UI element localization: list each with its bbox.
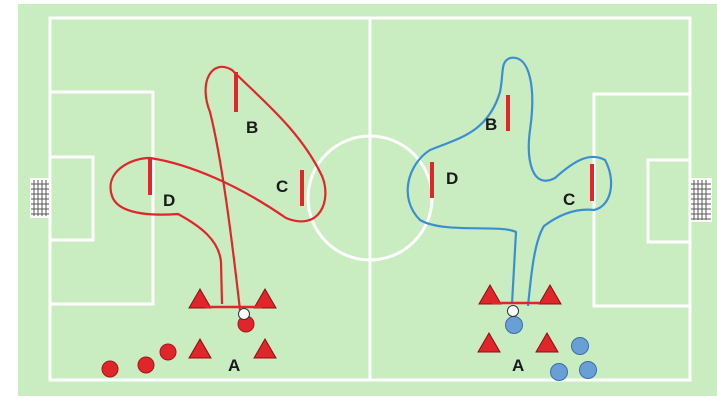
red-cone-icon bbox=[188, 338, 212, 359]
blue-player-icon bbox=[505, 316, 523, 334]
blue-label-c: C bbox=[563, 190, 575, 209]
blue-label-d: D bbox=[446, 169, 458, 188]
red-player-icon bbox=[101, 360, 119, 378]
red-cone-icon bbox=[188, 288, 212, 309]
red-mannequin-c bbox=[300, 170, 304, 206]
red-cone-icon bbox=[477, 332, 501, 353]
blue-player-icon bbox=[579, 361, 597, 379]
ball-icon bbox=[238, 308, 250, 320]
red-cone-icon bbox=[478, 284, 502, 305]
red-player-icon bbox=[159, 343, 177, 361]
blue-mannequin-d bbox=[430, 162, 434, 198]
pitch bbox=[18, 4, 717, 396]
red-player-icon bbox=[137, 356, 155, 374]
red-movement-path bbox=[109, 65, 327, 311]
blue-player-icon bbox=[571, 337, 589, 355]
blue-group: B C D A bbox=[406, 56, 613, 381]
blue-movement-path bbox=[406, 56, 613, 307]
blue-player-icon bbox=[550, 363, 568, 381]
red-label-a: A bbox=[228, 356, 240, 375]
blue-label-a: A bbox=[512, 356, 524, 375]
left-goal-net-icon bbox=[30, 178, 50, 218]
blue-mannequin-b bbox=[506, 95, 510, 131]
red-cone-icon bbox=[535, 332, 559, 353]
red-cone-icon bbox=[253, 288, 277, 309]
red-group: B C D A bbox=[101, 65, 327, 378]
blue-mannequin-c bbox=[590, 164, 594, 201]
red-mannequin-d bbox=[148, 159, 152, 195]
red-label-b: B bbox=[246, 118, 258, 137]
ball-icon bbox=[507, 305, 519, 317]
right-goal-net-icon bbox=[690, 178, 712, 222]
red-mannequin-b bbox=[234, 72, 238, 112]
red-cone-icon bbox=[253, 338, 277, 359]
blue-label-b: B bbox=[485, 115, 497, 134]
red-cone-icon bbox=[538, 284, 562, 305]
red-label-d: D bbox=[163, 191, 175, 210]
red-label-c: C bbox=[276, 177, 288, 196]
